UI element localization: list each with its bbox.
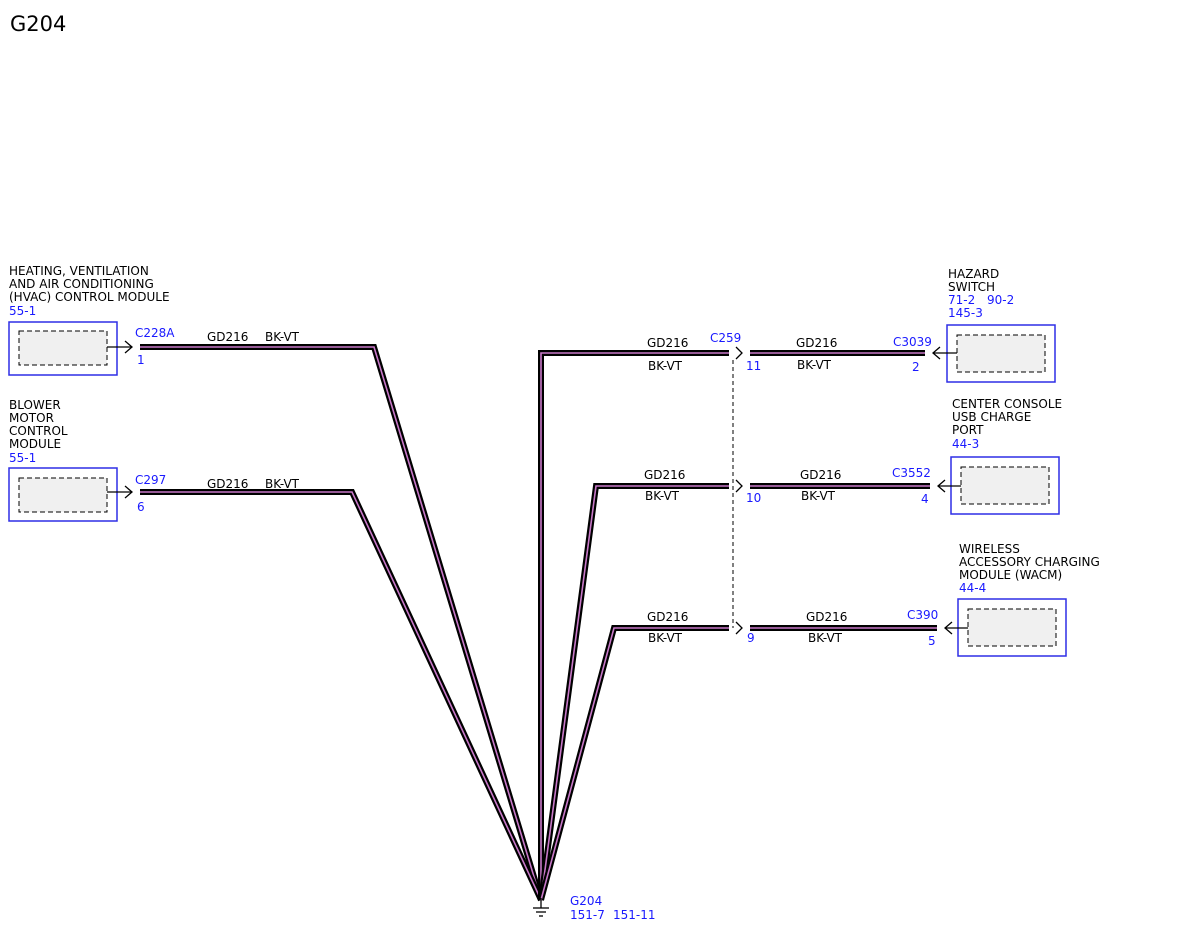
c297-name: C297 bbox=[135, 473, 166, 487]
hvac-wire-circuit: GD216 bbox=[207, 330, 248, 344]
usb-port-inner bbox=[960, 466, 1050, 505]
c297-pin: 6 bbox=[137, 500, 145, 514]
ground-ref-1: 151-7 bbox=[570, 908, 605, 922]
c259-pin11-arrow-icon bbox=[735, 346, 743, 360]
wire-hvac-to-ground bbox=[140, 344, 544, 901]
c3039-pin: 2 bbox=[912, 360, 920, 374]
connector-c259: C259 11 10 9 bbox=[710, 331, 761, 645]
c3039-name: C3039 bbox=[893, 335, 932, 349]
blower-module-inner bbox=[18, 477, 108, 513]
c297-arrow-icon bbox=[124, 485, 133, 499]
wire-blower-to-ground bbox=[140, 489, 544, 902]
c259-name: C259 bbox=[710, 331, 741, 345]
c259-pin10-arrow-icon bbox=[735, 479, 743, 493]
wire-11-circuit-left: GD216 bbox=[647, 336, 688, 350]
hvac-ref: 55-1 bbox=[9, 304, 36, 318]
wire-9-color-left: BK-VT bbox=[648, 631, 683, 645]
c259-pin-9: 9 bbox=[747, 631, 755, 645]
page-title: G204 bbox=[10, 12, 66, 36]
wire-11-color-right: BK-VT bbox=[797, 358, 832, 372]
ground-g204: G204 151-7 151-11 bbox=[533, 894, 656, 922]
wire-10-circuit-right: GD216 bbox=[800, 468, 841, 482]
hazard-switch: HAZARD SWITCH 71-2 90-2 145-3 bbox=[946, 267, 1056, 383]
wire-10-color-right: BK-VT bbox=[801, 489, 836, 503]
wire-10-circuit-left: GD216 bbox=[644, 468, 685, 482]
connector-c3039: C3039 2 bbox=[893, 335, 957, 374]
hazard-label-line-1: HAZARD bbox=[948, 267, 999, 281]
c390-arrow-icon bbox=[944, 621, 953, 635]
wire-11-color-left: BK-VT bbox=[648, 359, 683, 373]
usb-ref: 44-3 bbox=[952, 437, 979, 451]
hvac-label-line-1: HEATING, VENTILATION bbox=[9, 264, 149, 278]
c228a-pin: 1 bbox=[137, 353, 145, 367]
c390-pin: 5 bbox=[928, 634, 936, 648]
wacm-label-line-1: WIRELESS bbox=[959, 542, 1020, 556]
ground-name: G204 bbox=[570, 894, 602, 908]
blower-wire-color: BK-VT bbox=[265, 477, 300, 491]
blower-label-line-3: CONTROL bbox=[9, 424, 68, 438]
wire-10-color-left: BK-VT bbox=[645, 489, 680, 503]
ground-symbol-icon bbox=[533, 907, 549, 917]
c3552-arrow-icon bbox=[937, 479, 946, 493]
hazard-ref-2: 90-2 bbox=[987, 293, 1014, 307]
hvac-module-inner bbox=[18, 330, 108, 366]
hvac-control-module: HEATING, VENTILATION AND AIR CONDITIONIN… bbox=[8, 264, 170, 376]
c259-pin-11: 11 bbox=[746, 359, 761, 373]
c259-pin9-arrow-icon bbox=[735, 621, 743, 635]
c228a-name: C228A bbox=[135, 326, 175, 340]
c3552-pin: 4 bbox=[921, 492, 929, 506]
hvac-wire-color: BK-VT bbox=[265, 330, 300, 344]
blower-label-line-2: MOTOR bbox=[9, 411, 54, 425]
wire-c259-pin10-to-ground bbox=[538, 483, 729, 901]
hazard-switch-inner bbox=[956, 334, 1046, 373]
hvac-label-line-3: (HVAC) CONTROL MODULE bbox=[9, 290, 170, 304]
blower-label-line-1: BLOWER bbox=[9, 398, 61, 412]
wacm-label-line-2: ACCESSORY CHARGING bbox=[959, 555, 1100, 569]
blower-label-line-4: MODULE bbox=[9, 437, 61, 451]
connector-c297: C297 6 GD216 BK-VT bbox=[107, 473, 300, 514]
usb-label-line-3: PORT bbox=[952, 423, 984, 437]
wacm-inner bbox=[967, 608, 1057, 647]
c259-pin-10: 10 bbox=[746, 491, 761, 505]
connector-c228a: C228A 1 GD216 BK-VT bbox=[107, 326, 300, 367]
usb-label-line-2: USB CHARGE bbox=[952, 410, 1031, 424]
blower-motor-control-module: BLOWER MOTOR CONTROL MODULE 55-1 bbox=[8, 398, 118, 522]
c228a-arrow-icon bbox=[124, 340, 133, 354]
wire-11-circuit-right: GD216 bbox=[796, 336, 837, 350]
center-console-usb-charge-port: CENTER CONSOLE USB CHARGE PORT 44-3 bbox=[950, 397, 1062, 515]
wire-c259-pin9-to-ground bbox=[538, 625, 729, 901]
blower-ref: 55-1 bbox=[9, 451, 36, 465]
wacm-ref: 44-4 bbox=[959, 581, 986, 595]
c3552-name: C3552 bbox=[892, 466, 931, 480]
connector-c3552: C3552 4 bbox=[892, 466, 961, 506]
hazard-ref-1: 71-2 bbox=[948, 293, 975, 307]
hazard-ref-3: 145-3 bbox=[948, 306, 983, 320]
wire-9-color-right: BK-VT bbox=[808, 631, 843, 645]
wire-9-circuit-left: GD216 bbox=[647, 610, 688, 624]
c3039-arrow-icon bbox=[932, 346, 941, 360]
wire-c259-pin11-to-ground bbox=[538, 350, 729, 900]
wacm-label-line-3: MODULE (WACM) bbox=[959, 568, 1062, 582]
blower-wire-circuit: GD216 bbox=[207, 477, 248, 491]
c390-name: C390 bbox=[907, 608, 938, 622]
ground-ref-2: 151-11 bbox=[613, 908, 656, 922]
connector-c390: C390 5 bbox=[907, 608, 968, 648]
usb-label-line-1: CENTER CONSOLE bbox=[952, 397, 1062, 411]
wire-9-circuit-right: GD216 bbox=[806, 610, 847, 624]
hazard-label-line-2: SWITCH bbox=[948, 280, 995, 294]
wireless-accessory-charging-module: WIRELESS ACCESSORY CHARGING MODULE (WACM… bbox=[957, 542, 1100, 657]
hvac-label-line-2: AND AIR CONDITIONING bbox=[9, 277, 154, 291]
